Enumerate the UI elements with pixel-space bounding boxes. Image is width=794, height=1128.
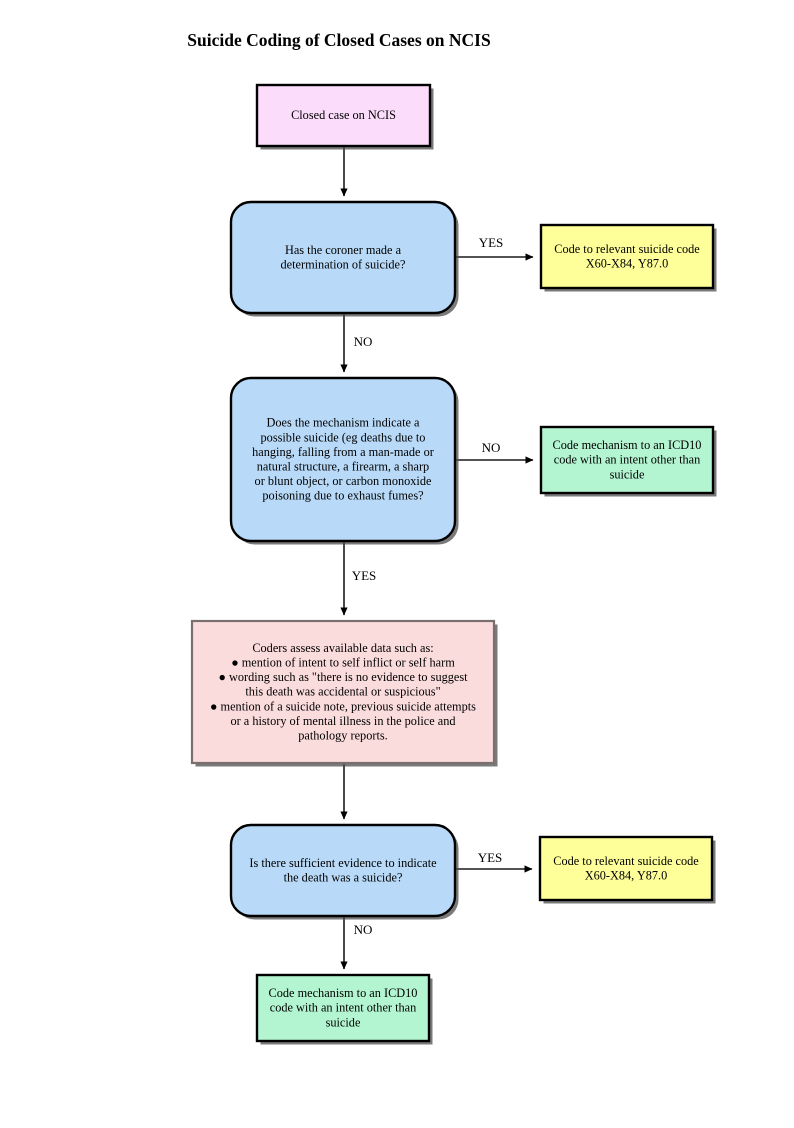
coders-assess-data-process-text-line-1: Coders assess available data such as:	[252, 641, 433, 655]
code-suicide-yellow-2-box	[538, 835, 714, 902]
coders-assess-data-process: Coders assess available data such as:● m…	[190, 619, 498, 767]
mechanism-indicates-suicide-decision-text-line-6: poisoning due to exhaust fumes?	[262, 489, 423, 503]
code-icd10-other-intent-green-2-text-line-1: Code mechanism to an ICD10	[269, 986, 418, 1000]
edge-label-yes-e5: YES	[352, 568, 377, 583]
coders-assess-data-process-box	[190, 619, 496, 765]
closed-case-start-text-line-1: Closed case on NCIS	[291, 108, 396, 122]
mechanism-indicates-suicide-decision-text-line-4: natural structure, a firearm, a sharp	[257, 460, 429, 474]
coders-assess-data-process-text-line-3: ● wording such as "there is no evidence …	[218, 670, 468, 684]
coroner-determination-decision-text-line-2: determination of suicide?	[281, 258, 406, 272]
mechanism-indicates-suicide-decision-text-line-3: hanging, falling from a man-made or	[252, 445, 434, 459]
code-suicide-yellow-1-box	[539, 223, 715, 290]
coders-assess-data-process-text-line-4: this death was accidental or suspicious"	[245, 685, 440, 699]
coders-assess-data-process-text-line-2: ● mention of intent to self inflict or s…	[231, 656, 455, 670]
closed-case-start-box	[255, 83, 432, 148]
code-icd10-other-intent-green-2-text-line-3: suicide	[326, 1015, 361, 1029]
coders-assess-data-process-text-line-6: or a history of mental illness in the po…	[230, 714, 455, 728]
coroner-determination-decision-box	[229, 200, 457, 315]
edge-label-yes-e7: YES	[478, 850, 503, 865]
coders-assess-data-process-text-line-7: pathology reports.	[298, 729, 387, 743]
code-icd10-other-intent-green-1-text-line-1: Code mechanism to an ICD10	[553, 438, 702, 452]
edge-label-yes-e2: YES	[479, 235, 504, 250]
code-icd10-other-intent-green-2-text-line-2: code with an intent other than	[270, 1001, 417, 1015]
mechanism-indicates-suicide-decision-box	[229, 376, 457, 543]
edge-label-no-e4: NO	[482, 440, 501, 455]
sufficient-evidence-decision-text-line-1: Is there sufficient evidence to indicate	[249, 856, 437, 870]
sufficient-evidence-decision: Is there sufficient evidence to indicate…	[229, 823, 459, 920]
mechanism-indicates-suicide-decision-text-line-1: Does the mechanism indicate a	[267, 416, 421, 430]
nodes-layer: Closed case on NCIS Has the coroner made …	[190, 83, 717, 1045]
edges-layer	[340, 147, 534, 970]
coroner-determination-decision-text-line-1: Has the coroner made a	[285, 243, 402, 257]
code-icd10-other-intent-green-1-text-line-2: code with an intent other than	[554, 453, 701, 467]
code-suicide-yellow-1-text-line-2: X60-X84, Y87.0	[586, 257, 669, 271]
code-suicide-yellow-2-text-line-2: X60-X84, Y87.0	[585, 869, 668, 883]
closed-case-start: Closed case on NCIS	[255, 83, 434, 150]
edge-label-no-e8: NO	[354, 922, 373, 937]
mechanism-indicates-suicide-decision-text-line-2: possible suicide (eg deaths due to	[261, 430, 426, 444]
code-icd10-other-intent-green-2-box	[255, 973, 431, 1043]
sufficient-evidence-decision-box	[229, 823, 457, 918]
code-icd10-other-intent-green-1-text-line-3: suicide	[610, 467, 645, 481]
coders-assess-data-process-text-line-5: ● mention of a suicide note, previous su…	[210, 699, 476, 713]
edge-label-no-e3: NO	[354, 334, 373, 349]
edge-labels-layer: YES NO NO YES YES NO	[352, 235, 504, 937]
code-icd10-other-intent-green-1-box	[539, 425, 715, 495]
sufficient-evidence-decision-text-line-2: the death was a suicide?	[284, 871, 403, 885]
page-title: Suicide Coding of Closed Cases on NCIS	[187, 30, 490, 50]
code-suicide-yellow-1-text-line-1: Code to relevant suicide code	[554, 242, 700, 256]
mechanism-indicates-suicide-decision-text-line-5: or blunt object, or carbon monoxide	[255, 474, 432, 488]
code-suicide-yellow-2-text-line-1: Code to relevant suicide code	[553, 854, 699, 868]
